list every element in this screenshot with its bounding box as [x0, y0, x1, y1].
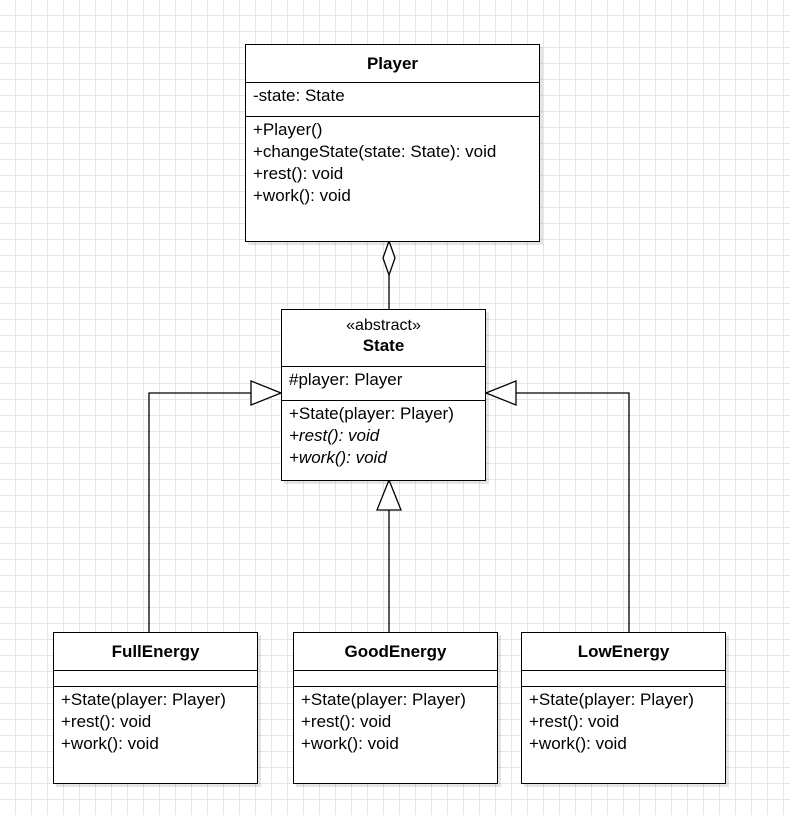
- methods-section: +Player() +changeState(state: State): vo…: [246, 117, 539, 207]
- class-name[interactable]: LowEnergy: [577, 642, 670, 661]
- generalization-line-lowenergy: [516, 392, 630, 632]
- method[interactable]: +Player(): [253, 120, 323, 139]
- class-name[interactable]: State: [362, 336, 405, 355]
- class-header: GoodEnergy: [294, 633, 497, 671]
- attributes-section: [522, 671, 725, 687]
- methods-section: +State(player: Player) +rest(): void +wo…: [522, 687, 725, 755]
- class-name[interactable]: FullEnergy: [111, 642, 200, 661]
- attribute[interactable]: -state: State: [253, 86, 345, 105]
- methods-section: +State(player: Player) +rest(): void +wo…: [54, 687, 257, 755]
- abstract-method[interactable]: +rest(): void: [289, 426, 380, 445]
- class-player[interactable]: Player -state: State +Player() +changeSt…: [245, 44, 540, 242]
- method[interactable]: +rest(): void: [301, 712, 392, 731]
- method[interactable]: +State(player: Player): [289, 404, 454, 423]
- method[interactable]: +rest(): void: [61, 712, 152, 731]
- class-name[interactable]: Player: [366, 54, 419, 73]
- method[interactable]: +State(player: Player): [529, 690, 694, 709]
- class-goodenergy[interactable]: GoodEnergy +State(player: Player) +rest(…: [293, 632, 498, 784]
- attributes-section: [294, 671, 497, 687]
- method[interactable]: +work(): void: [301, 734, 399, 753]
- class-fullenergy[interactable]: FullEnergy +State(player: Player) +rest(…: [53, 632, 258, 784]
- class-header: «abstract» State: [282, 310, 485, 367]
- method[interactable]: +work(): void: [253, 186, 351, 205]
- attributes-section: #player: Player: [282, 367, 485, 401]
- generalization-arrowhead-goodenergy[interactable]: [376, 478, 402, 511]
- class-name[interactable]: GoodEnergy: [344, 642, 447, 661]
- method[interactable]: +rest(): void: [253, 164, 344, 183]
- method[interactable]: +work(): void: [529, 734, 627, 753]
- method[interactable]: +rest(): void: [529, 712, 620, 731]
- attributes-section: [54, 671, 257, 687]
- attributes-section: -state: State: [246, 83, 539, 117]
- class-state[interactable]: «abstract» State #player: Player +State(…: [281, 309, 486, 481]
- generalization-arrowhead-lowenergy[interactable]: [484, 380, 517, 406]
- methods-section: +State(player: Player) +rest(): void +wo…: [294, 687, 497, 755]
- method[interactable]: +work(): void: [61, 734, 159, 753]
- class-stereotype: «abstract»: [346, 317, 421, 334]
- generalization-line-fullenergy: [148, 392, 251, 632]
- class-header: LowEnergy: [522, 633, 725, 671]
- method[interactable]: +changeState(state: State): void: [253, 142, 497, 161]
- class-lowenergy[interactable]: LowEnergy +State(player: Player) +rest()…: [521, 632, 726, 784]
- attribute[interactable]: #player: Player: [289, 370, 403, 389]
- method[interactable]: +State(player: Player): [61, 690, 226, 709]
- methods-section: +State(player: Player) +rest(): void +wo…: [282, 401, 485, 469]
- aggregation-diamond[interactable]: [382, 239, 396, 277]
- class-header: Player: [246, 45, 539, 83]
- method[interactable]: +State(player: Player): [301, 690, 466, 709]
- class-header: FullEnergy: [54, 633, 257, 671]
- generalization-arrowhead-fullenergy[interactable]: [250, 380, 283, 406]
- abstract-method[interactable]: +work(): void: [289, 448, 387, 467]
